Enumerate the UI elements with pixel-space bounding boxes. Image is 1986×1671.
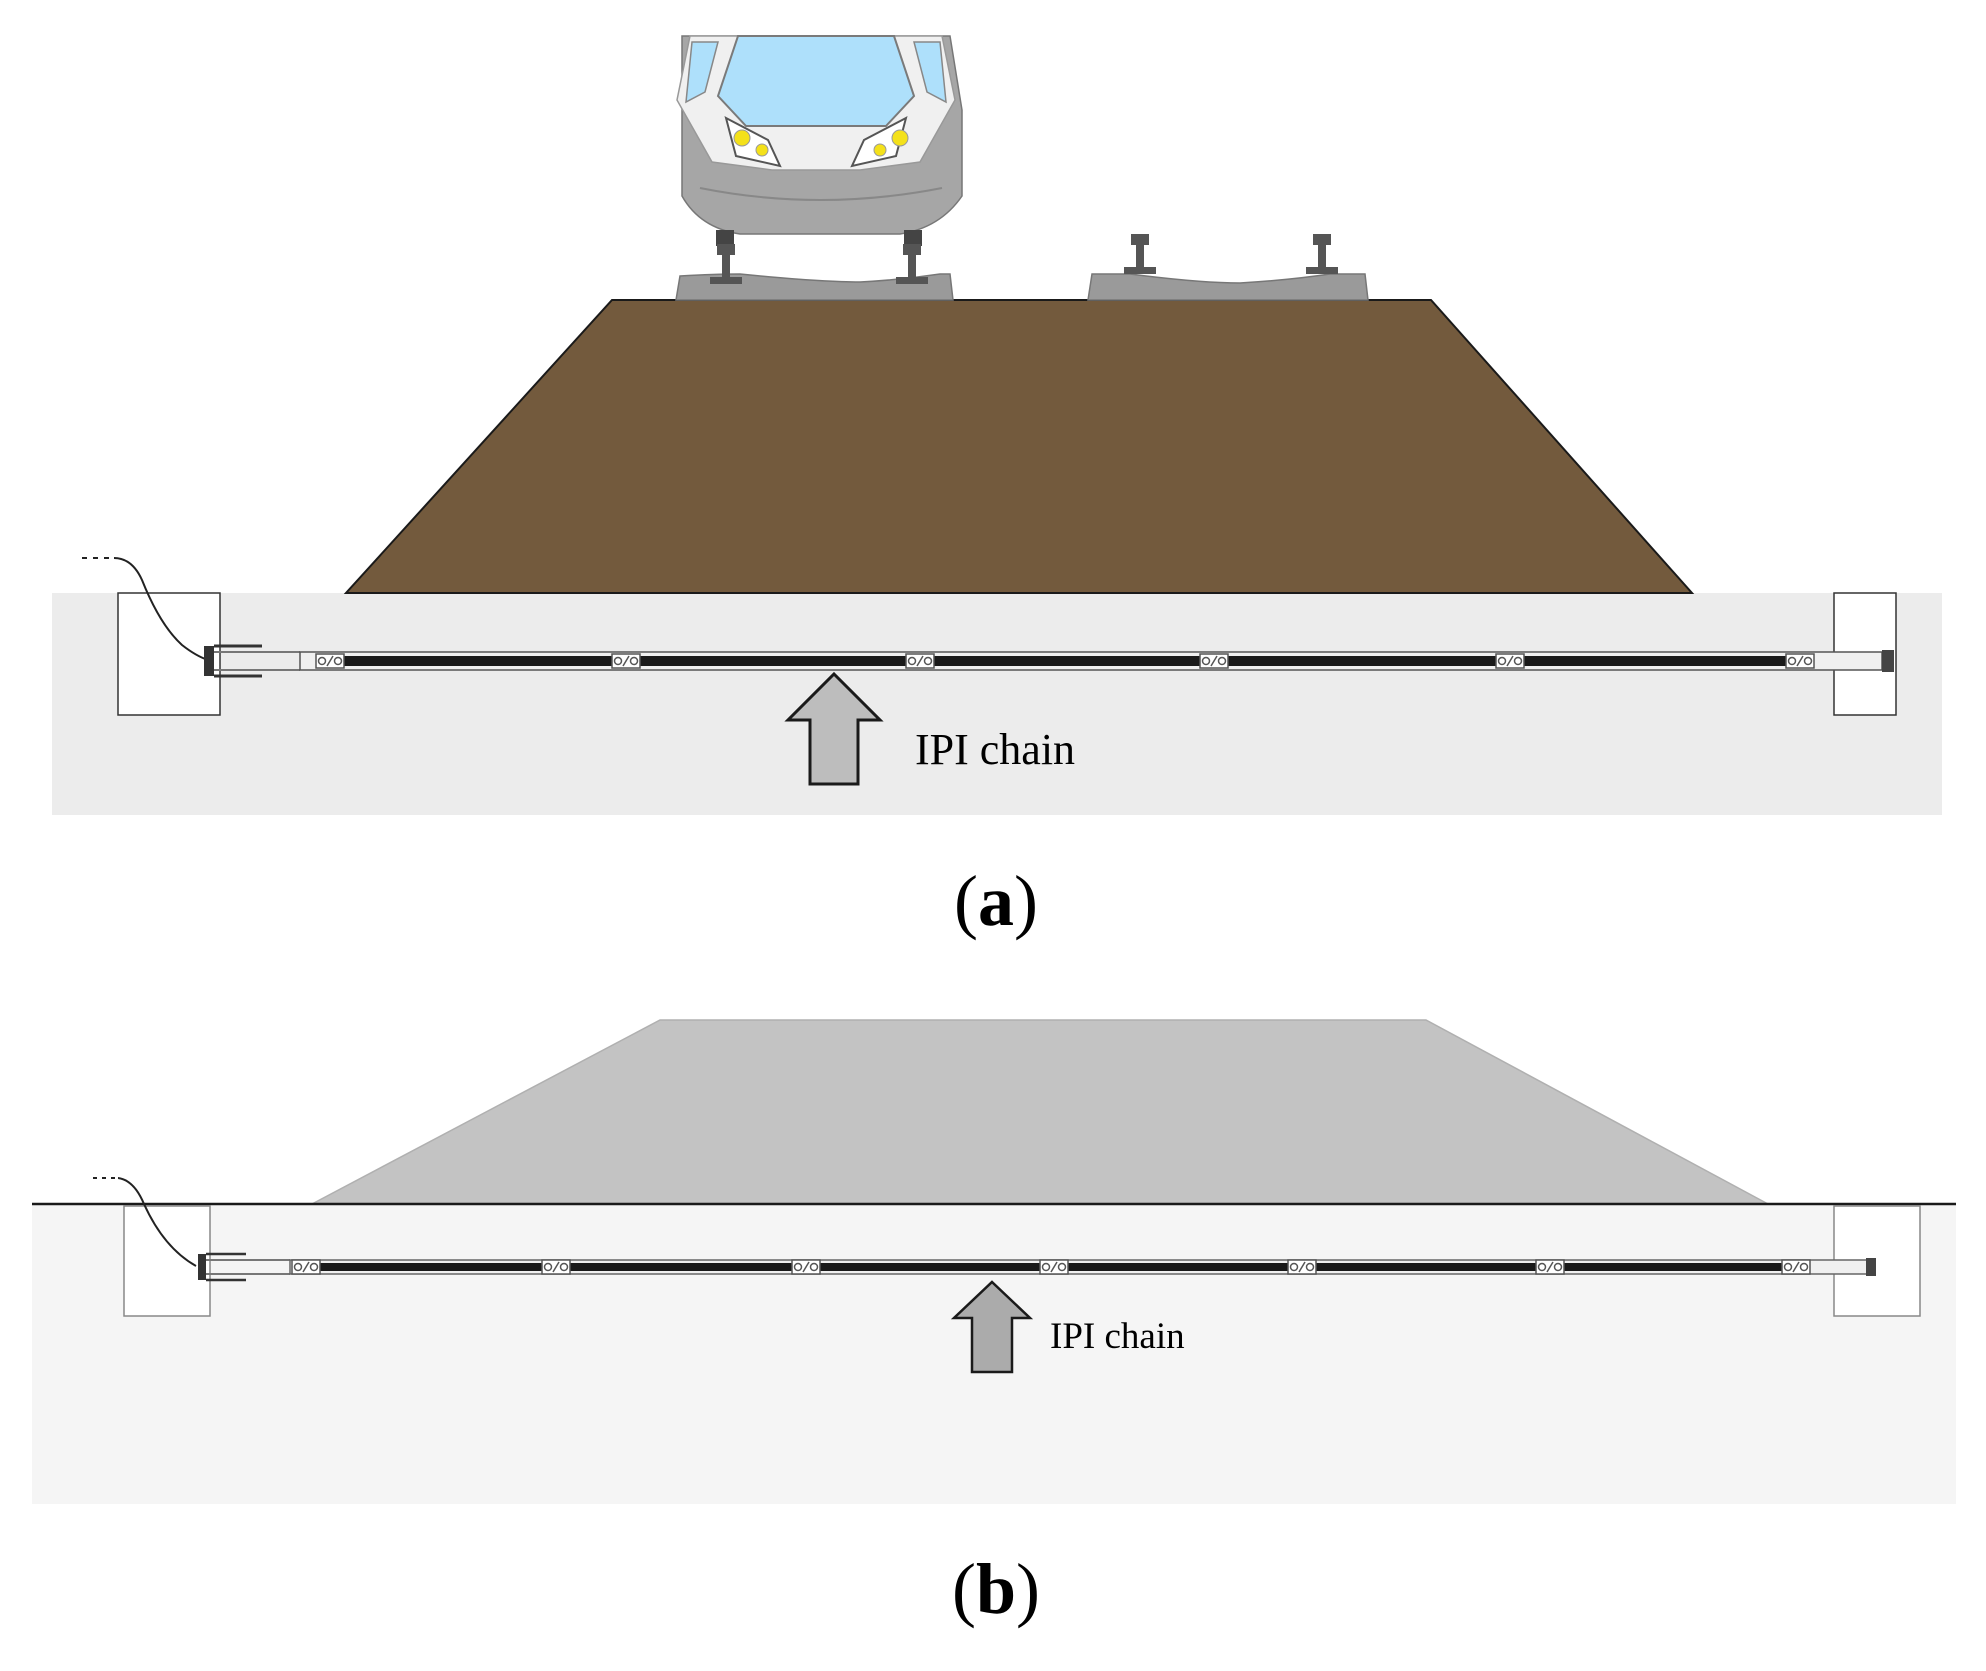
chain-joint <box>1287 1259 1317 1275</box>
chain-joint <box>1039 1259 1069 1275</box>
chain-end-cap <box>1866 1258 1876 1276</box>
panel-caption-a: (a) <box>954 861 1038 941</box>
chain-joint <box>1199 653 1229 669</box>
chain-joint <box>541 1259 571 1275</box>
track-bed-right <box>1087 273 1369 301</box>
chain-head-left <box>204 644 300 678</box>
windshield <box>716 35 916 127</box>
ipi-chain <box>330 656 1806 666</box>
cable <box>76 557 209 661</box>
chain-joint <box>1495 653 1525 669</box>
track-bed-left <box>675 273 954 301</box>
rail-icon <box>1124 234 1156 274</box>
panel-letter-b: b <box>975 1549 1017 1629</box>
chain-joint <box>1785 653 1815 669</box>
chain-joint <box>315 653 345 669</box>
sensor-label-b: IPI chain <box>1050 1316 1185 1357</box>
chain-head-left <box>198 1252 290 1282</box>
embankment-a <box>343 299 1695 594</box>
cable <box>88 1177 197 1267</box>
headlight-icon <box>733 129 751 147</box>
chain-joint <box>611 653 641 669</box>
chain-joint <box>791 1259 821 1275</box>
anchor-box-left <box>123 1205 211 1317</box>
panel-caption-b: (b) <box>951 1549 1040 1629</box>
sensor-label-a: IPI chain <box>915 725 1075 774</box>
embankment-b <box>311 1019 1769 1205</box>
panel-letter-a: a <box>978 861 1014 941</box>
headlight-icon <box>891 129 909 147</box>
pointer-arrow-b <box>950 1280 1034 1374</box>
chain-joint <box>1535 1259 1565 1275</box>
anchor-box-left <box>117 592 221 716</box>
headlight-icon <box>873 143 887 157</box>
train-icon <box>676 35 963 284</box>
panel-b: IPI chain <box>32 1019 1956 1504</box>
headlight-icon <box>755 143 769 157</box>
ground-a <box>52 593 1942 815</box>
chain-end-cap <box>1882 650 1894 672</box>
rail-icon <box>1306 234 1338 274</box>
chain-joint <box>1781 1259 1811 1275</box>
pointer-arrow-a <box>784 671 884 786</box>
chain-joint <box>905 653 935 669</box>
chain-joint <box>291 1259 321 1275</box>
panel-a: IPI chain <box>52 35 1942 815</box>
